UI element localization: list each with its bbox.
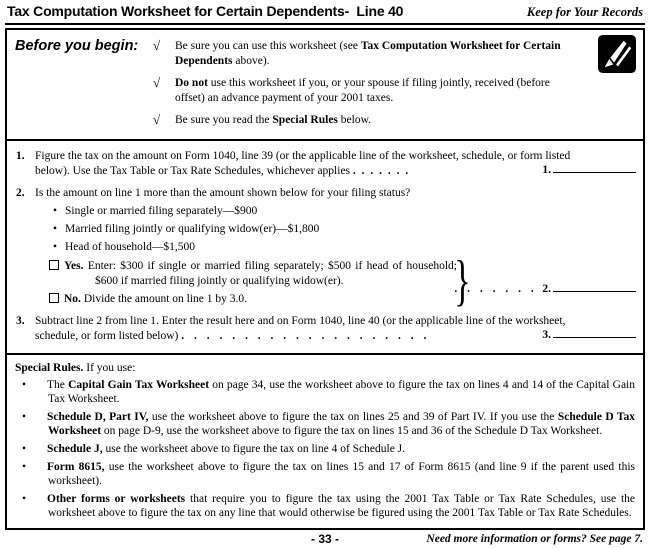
line-1-entry-label: 1.: [542, 164, 551, 176]
brace-icon: }: [454, 250, 471, 312]
line-1-text: Figure the tax on the amount on Form 104…: [35, 149, 587, 179]
special-rules-intro: If you use:: [83, 362, 136, 374]
dot-leader: . . . . . . .: [352, 165, 409, 177]
yes-option: Yes. Enter: $300 if single or married fi…: [49, 259, 457, 289]
more-info-note: Need more information or forms? See page…: [426, 532, 643, 545]
bullet-icon: •: [22, 460, 27, 473]
special-rule-item: • Schedule J, use the worksheet above to …: [22, 442, 635, 456]
worksheet-line-3: 3. Subtract line 2 from line 1. Enter th…: [11, 314, 637, 344]
line-1-amount-field[interactable]: [553, 161, 636, 173]
checkmark-icon: √: [153, 75, 161, 90]
page-footer: - 33 - Need more information or forms? S…: [5, 532, 645, 548]
line-2-entry: . . . . . . . 2.: [454, 280, 636, 297]
line-3-number: 3.: [16, 315, 25, 327]
yes-label: Yes.: [64, 260, 84, 272]
checklist-item: √ Be sure you can use this worksheet (se…: [153, 39, 591, 69]
filing-status-item: • Single or married filing separately—$90…: [53, 204, 637, 219]
no-text: Divide the amount on line 1 by 3.0.: [80, 293, 248, 305]
dot-leader: . . . . . . . . . . . . . . . . . . . .: [181, 330, 427, 342]
no-label: No.: [64, 293, 81, 305]
special-rule-text: Schedule D, Part IV, use the worksheet a…: [47, 411, 635, 438]
bullet-icon: •: [53, 223, 58, 235]
no-checkbox[interactable]: [49, 293, 59, 303]
checklist-item-text: Be sure you read the Special Rules below…: [175, 114, 372, 126]
line-2-number: 2.: [16, 187, 25, 199]
special-rule-text: Schedule J, use the worksheet above to f…: [47, 443, 406, 456]
line-2-amount-field[interactable]: [553, 280, 636, 292]
special-rule-text: The Capital Gain Tax Worksheet on page 3…: [47, 379, 635, 406]
special-rules-section: Special Rules. If you use: • The Capital …: [7, 353, 643, 528]
line-3-entry: 3.: [542, 326, 636, 343]
checklist-item-text: Be sure you can use this worksheet (see …: [175, 40, 561, 67]
line-1-number: 1.: [16, 150, 25, 162]
bullet-icon: •: [22, 411, 27, 424]
no-option: No. Divide the amount on line 1 by 3.0.: [49, 292, 457, 307]
special-rules-title: Special Rules.: [15, 362, 84, 374]
checklist-item-text: Do not use this worksheet if you, or you…: [175, 77, 550, 104]
page-title: Tax Computation Worksheet for Certain De…: [7, 3, 404, 19]
line-2-question: Is the amount on line 1 more than the am…: [35, 187, 411, 199]
bullet-icon: •: [22, 443, 27, 456]
special-rule-item: • Form 8615, use the worksheet above to f…: [22, 460, 635, 488]
worksheet-line-1: 1. Figure the tax on the amount on Form …: [11, 149, 637, 179]
page-header: Tax Computation Worksheet for Certain De…: [5, 2, 645, 25]
line-1-instruction: Figure the tax on the amount on Form 104…: [35, 150, 571, 177]
before-you-begin-checklist: √ Be sure you can use this worksheet (se…: [153, 39, 591, 135]
line-3-instruction: Subtract line 2 from line 1. Enter the r…: [35, 315, 566, 342]
special-rule-text: Other forms or worksheets that require y…: [47, 492, 635, 519]
filing-status-text: Married filing jointly or qualifying wid…: [65, 223, 320, 235]
filing-status-item: • Married filing jointly or qualifying wi…: [53, 222, 637, 237]
bullet-icon: •: [22, 492, 27, 505]
bullet-icon: •: [53, 205, 58, 217]
checkmark-icon: √: [153, 38, 161, 53]
bullet-icon: •: [53, 241, 58, 253]
page-number: - 33 -: [310, 531, 340, 546]
checkmark-icon: √: [153, 112, 161, 127]
pencil-icon: [598, 35, 636, 73]
dot-leader: . . . . . . .: [454, 283, 534, 295]
before-you-begin-label: Before you begin:: [15, 38, 139, 54]
line-2-entry-label: 2.: [542, 283, 551, 295]
special-rule-item: • Other forms or worksheets that require …: [22, 492, 635, 520]
line-3-amount-field[interactable]: [553, 326, 636, 338]
special-rule-item: • The Capital Gain Tax Worksheet on page …: [22, 378, 635, 406]
yes-text: Enter: $300 if single or married filing …: [83, 260, 457, 287]
line-3-text: Subtract line 2 from line 1. Enter the r…: [35, 314, 587, 344]
worksheet-page: Tax Computation Worksheet for Certain De…: [5, 2, 645, 546]
filing-status-text: Single or married filing separately—$900: [65, 205, 258, 217]
before-you-begin-section: Before you begin: √ Be sure you can use …: [7, 30, 643, 141]
yes-no-block: Yes. Enter: $300 if single or married fi…: [49, 253, 471, 309]
bullet-icon: •: [22, 379, 27, 392]
filing-status-text: Head of household—$1,500: [65, 241, 195, 253]
worksheet-lines: 1. Figure the tax on the amount on Form …: [7, 141, 643, 353]
worksheet-box: Before you begin: √ Be sure you can use …: [5, 28, 645, 530]
checklist-item: √ Be sure you read the Special Rules bel…: [153, 113, 591, 128]
yes-checkbox[interactable]: [49, 260, 59, 270]
line-1-entry: 1.: [542, 161, 636, 178]
special-rules-heading: Special Rules. If you use:: [15, 361, 635, 375]
filing-status-list: • Single or married filing separately—$90…: [53, 204, 637, 255]
special-rule-item: • Schedule D, Part IV, use the worksheet …: [22, 410, 635, 438]
special-rule-text: Form 8615, use the worksheet above to fi…: [47, 460, 635, 487]
checklist-item: √ Do not use this worksheet if you, or y…: [153, 76, 591, 106]
line-3-entry-label: 3.: [542, 329, 551, 341]
worksheet-line-2: 2. Is the amount on line 1 more than the…: [11, 186, 637, 309]
keep-for-records-label: Keep for Your Records: [526, 5, 643, 19]
filing-status-item: • Head of household—$1,500: [53, 240, 637, 255]
